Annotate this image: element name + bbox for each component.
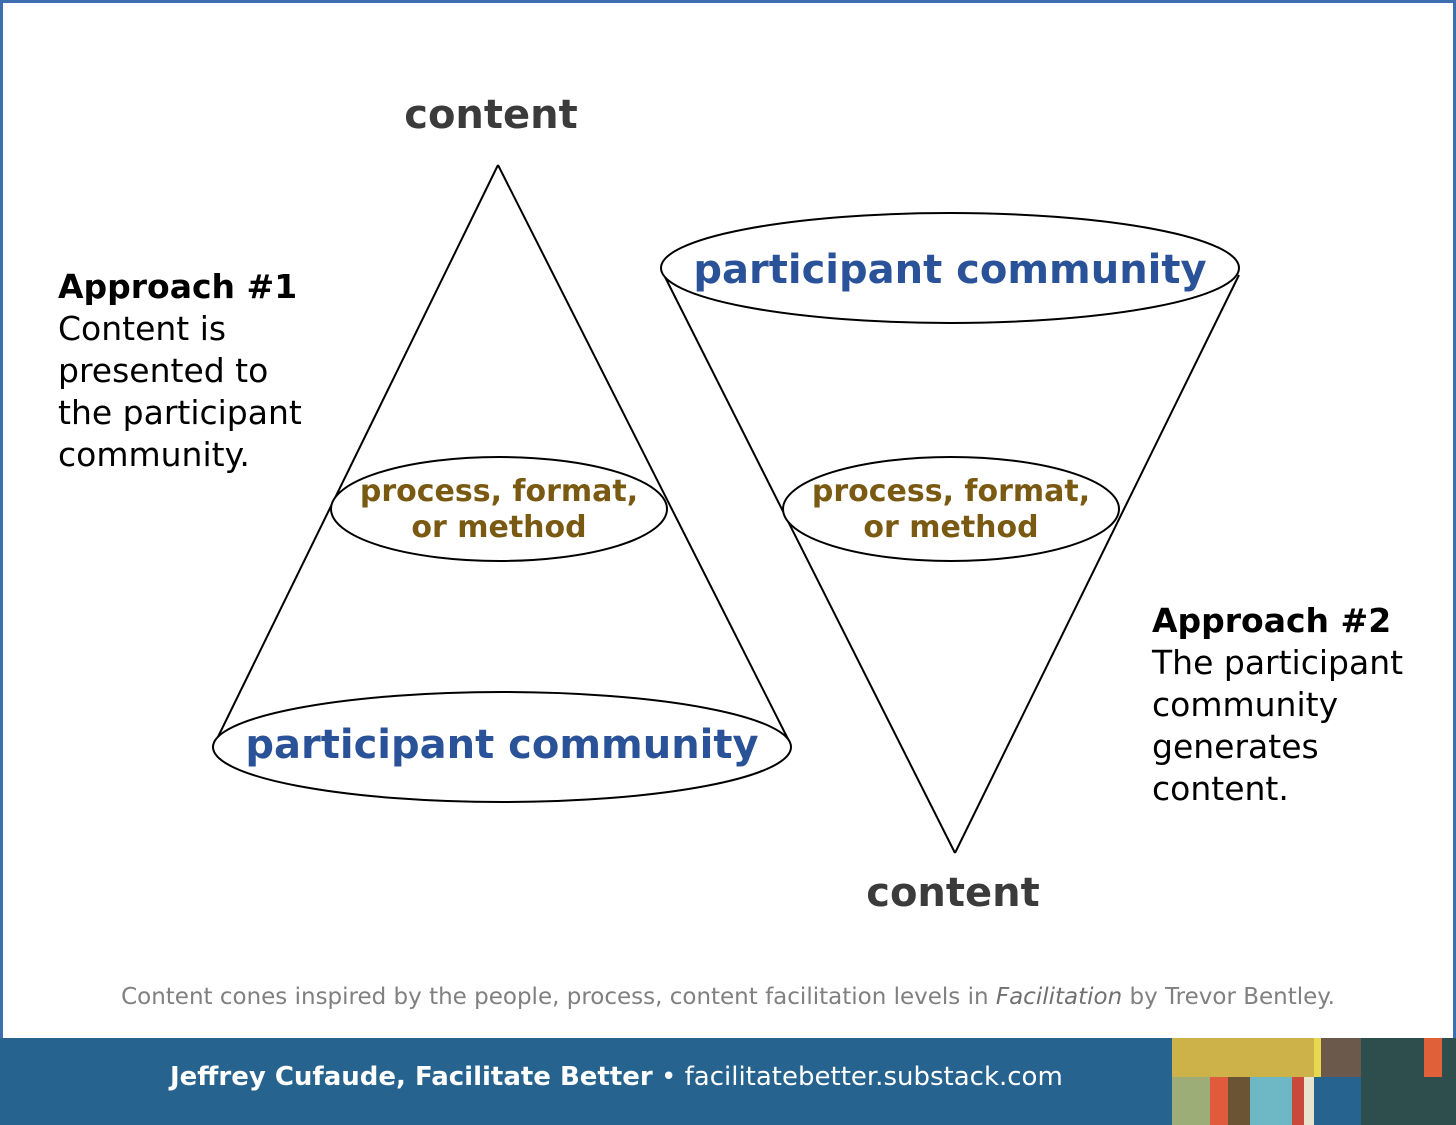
right-cone-top-ellipse <box>660 212 1240 324</box>
approach-2-text: Approach #2 The participant community ge… <box>1152 600 1403 810</box>
color-block <box>1250 1077 1292 1125</box>
right-cone-right-edge <box>954 274 1240 854</box>
right-cone-middle-label: process, format, or method <box>783 474 1119 546</box>
color-block <box>1210 1077 1228 1125</box>
left-cone-middle-label: process, format, or method <box>331 474 667 546</box>
caption-text-after: by Trevor Bentley. <box>1122 984 1335 1010</box>
color-block <box>1304 1077 1314 1125</box>
right-cone-top-label: participant community <box>693 247 1207 293</box>
footer-separator: • <box>652 1062 685 1092</box>
color-block <box>1321 1038 1361 1077</box>
caption-text-before: Content cones inspired by the people, pr… <box>121 984 996 1010</box>
left-cone-base-label: participant community <box>245 722 759 768</box>
approach-1-body: Content is presented to the participant … <box>58 309 302 474</box>
left-cone <box>212 164 792 803</box>
right-cone-middle-ellipse <box>782 456 1120 562</box>
color-block <box>1314 1038 1321 1077</box>
color-block <box>1228 1077 1250 1125</box>
right-cone-middle-label-line2: or method <box>863 510 1039 545</box>
approach-1-text: Approach #1 Content is presented to the … <box>58 266 302 476</box>
right-cone-middle-label-line1: process, format, <box>811 474 1091 509</box>
color-block <box>1172 1038 1314 1077</box>
approach-1-heading: Approach #1 <box>58 267 298 306</box>
footer-author: Jeffrey Cufaude, Facilitate Better <box>170 1062 653 1092</box>
right-cone-bottom-label: content <box>866 870 1040 916</box>
attribution-caption: Content cones inspired by the people, pr… <box>0 984 1456 1010</box>
decorative-color-blocks <box>1172 1038 1456 1125</box>
left-cone-middle-label-line2: or method <box>411 510 587 545</box>
caption-book-title: Facilitation <box>995 984 1123 1010</box>
approach-2-heading: Approach #2 <box>1152 601 1392 640</box>
footer-credit: Jeffrey Cufaude, Facilitate Better • fac… <box>170 1062 1063 1092</box>
right-cone-left-edge <box>663 274 956 854</box>
left-cone-base-ellipse <box>212 691 792 803</box>
left-cone-right-edge <box>497 164 791 744</box>
left-cone-left-edge <box>214 164 499 744</box>
approach-2-body: The participant community generates cont… <box>1152 643 1404 808</box>
color-block <box>1172 1077 1210 1125</box>
footer-url[interactable]: facilitatebetter.substack.com <box>684 1062 1063 1092</box>
left-cone-top-label: content <box>404 92 578 138</box>
color-block <box>1292 1077 1304 1125</box>
color-block <box>1424 1038 1442 1077</box>
right-cone <box>660 212 1240 854</box>
left-cone-middle-ellipse <box>330 456 668 562</box>
left-cone-middle-label-line1: process, format, <box>359 474 639 509</box>
